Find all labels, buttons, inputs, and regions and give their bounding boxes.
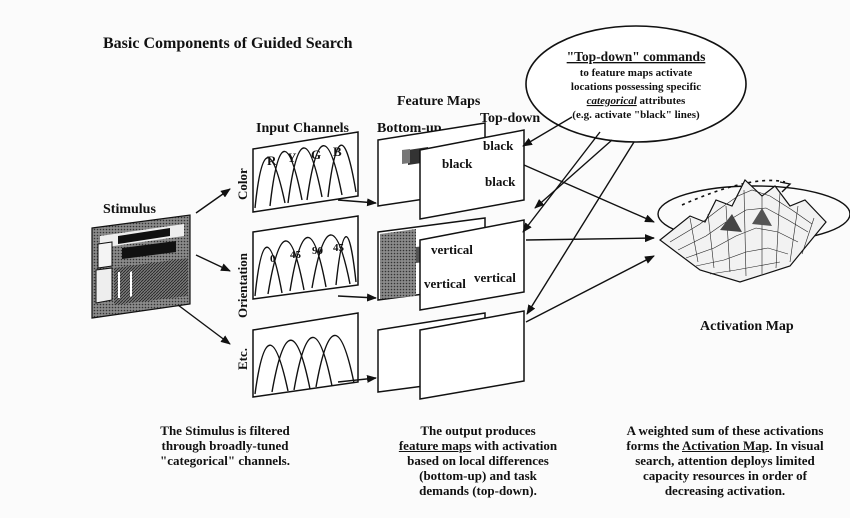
color-channel-panel: R Y G B bbox=[252, 131, 359, 213]
caption-middle-line-2-rest: with activation bbox=[471, 438, 558, 453]
caption-activation-map: A weighted sum of these activations form… bbox=[606, 423, 844, 498]
caption-middle-line-4: (bottom-up) and task bbox=[419, 468, 537, 483]
stimulus-label: Stimulus bbox=[103, 202, 156, 217]
caption-stimulus-filter: The Stimulus is filtered through broadly… bbox=[130, 423, 320, 468]
diagram-title: Basic Components of Guided Search bbox=[103, 35, 353, 52]
color-tick-r: R bbox=[267, 153, 277, 168]
caption-middle-line-3: based on local differences bbox=[407, 453, 549, 468]
input-channels-label: Input Channels bbox=[256, 121, 350, 136]
caption-right-line-4: capacity resources in order of bbox=[643, 468, 807, 483]
color-topdown-word-3: black bbox=[485, 174, 516, 189]
caption-feature-maps: The output produces feature maps with ac… bbox=[378, 423, 578, 498]
orientation-tick-90: 90 bbox=[312, 245, 324, 257]
channel-output-arrows bbox=[337, 198, 377, 383]
channel-orientation-label: Orientation bbox=[235, 252, 250, 318]
color-topdown-word-1: black bbox=[483, 138, 514, 153]
caption-middle-line-5: demands (top-down). bbox=[419, 483, 537, 498]
channel-etc-label: Etc. bbox=[235, 348, 250, 370]
caption-middle-line-1: The output produces bbox=[420, 423, 536, 438]
ellipse-line-4: categorical attributes bbox=[587, 95, 686, 107]
orientation-topdown-word-2: vertical bbox=[424, 276, 466, 291]
stimulus-image bbox=[91, 214, 191, 319]
activation-map-label: Activation Map bbox=[700, 319, 794, 334]
caption-middle-line-2: feature maps with activation bbox=[378, 438, 578, 453]
orientation-topdown-word-3: vertical bbox=[474, 270, 516, 285]
color-tick-y: Y bbox=[287, 150, 297, 165]
color-tick-g: G bbox=[311, 147, 321, 162]
caption-right-line-1: A weighted sum of these activations bbox=[626, 423, 824, 438]
caption-right-line-2-post: . In visual bbox=[769, 438, 824, 453]
orientation-tick-45b: 45 bbox=[333, 242, 345, 254]
caption-right-line-3: search, attention deploys limited bbox=[635, 453, 815, 468]
ellipse-line-5: (e.g. activate "black" lines) bbox=[572, 109, 700, 121]
ellipse-attributes-word: attributes bbox=[637, 95, 686, 107]
top-down-commands-ellipse: "Top-down" commands to feature maps acti… bbox=[525, 25, 747, 143]
channel-color-label: Color bbox=[235, 168, 250, 200]
caption-right-line-2-pre: forms the bbox=[626, 438, 682, 453]
ellipse-categorical-word: categorical bbox=[587, 95, 638, 107]
orientation-tick-0: 0 bbox=[270, 253, 276, 265]
ellipse-line-2: to feature maps activate bbox=[580, 67, 693, 79]
orientation-channel-panel: 0 45 90 45 bbox=[252, 215, 359, 300]
color-tick-b: B bbox=[333, 144, 342, 159]
color-topdown-word-2: black bbox=[442, 156, 473, 171]
caption-left-line-2: through broadly-tuned bbox=[161, 438, 289, 453]
color-feature-maps: black black black bbox=[377, 122, 525, 220]
stimulus-arrows bbox=[177, 188, 231, 345]
feature-maps-label: Feature Maps bbox=[397, 94, 481, 109]
caption-activation-map-term: Activation Map bbox=[682, 438, 770, 453]
orientation-topdown-word-1: vertical bbox=[431, 242, 473, 257]
etc-channel-panel bbox=[252, 312, 359, 398]
activation-map-surface bbox=[657, 179, 850, 283]
ellipse-line-1: "Top-down" commands bbox=[567, 49, 706, 64]
orientation-tick-45a: 45 bbox=[290, 249, 302, 261]
caption-left-line-1: The Stimulus is filtered bbox=[160, 423, 290, 438]
caption-right-line-2: forms the Activation Map. In visual bbox=[606, 438, 844, 453]
caption-left-line-3: "categorical" channels. bbox=[160, 453, 290, 468]
top-down-label: Top-down bbox=[480, 111, 540, 126]
caption-right-line-5: decreasing activation. bbox=[664, 483, 786, 498]
ellipse-line-3: locations possessing specific bbox=[571, 81, 701, 93]
caption-feature-maps-link-text: feature maps bbox=[398, 438, 472, 453]
top-down-arrows bbox=[522, 116, 635, 315]
activation-arrows bbox=[523, 164, 655, 323]
orientation-feature-maps: vertical vertical vertical bbox=[377, 217, 525, 311]
etc-feature-maps bbox=[377, 310, 525, 400]
